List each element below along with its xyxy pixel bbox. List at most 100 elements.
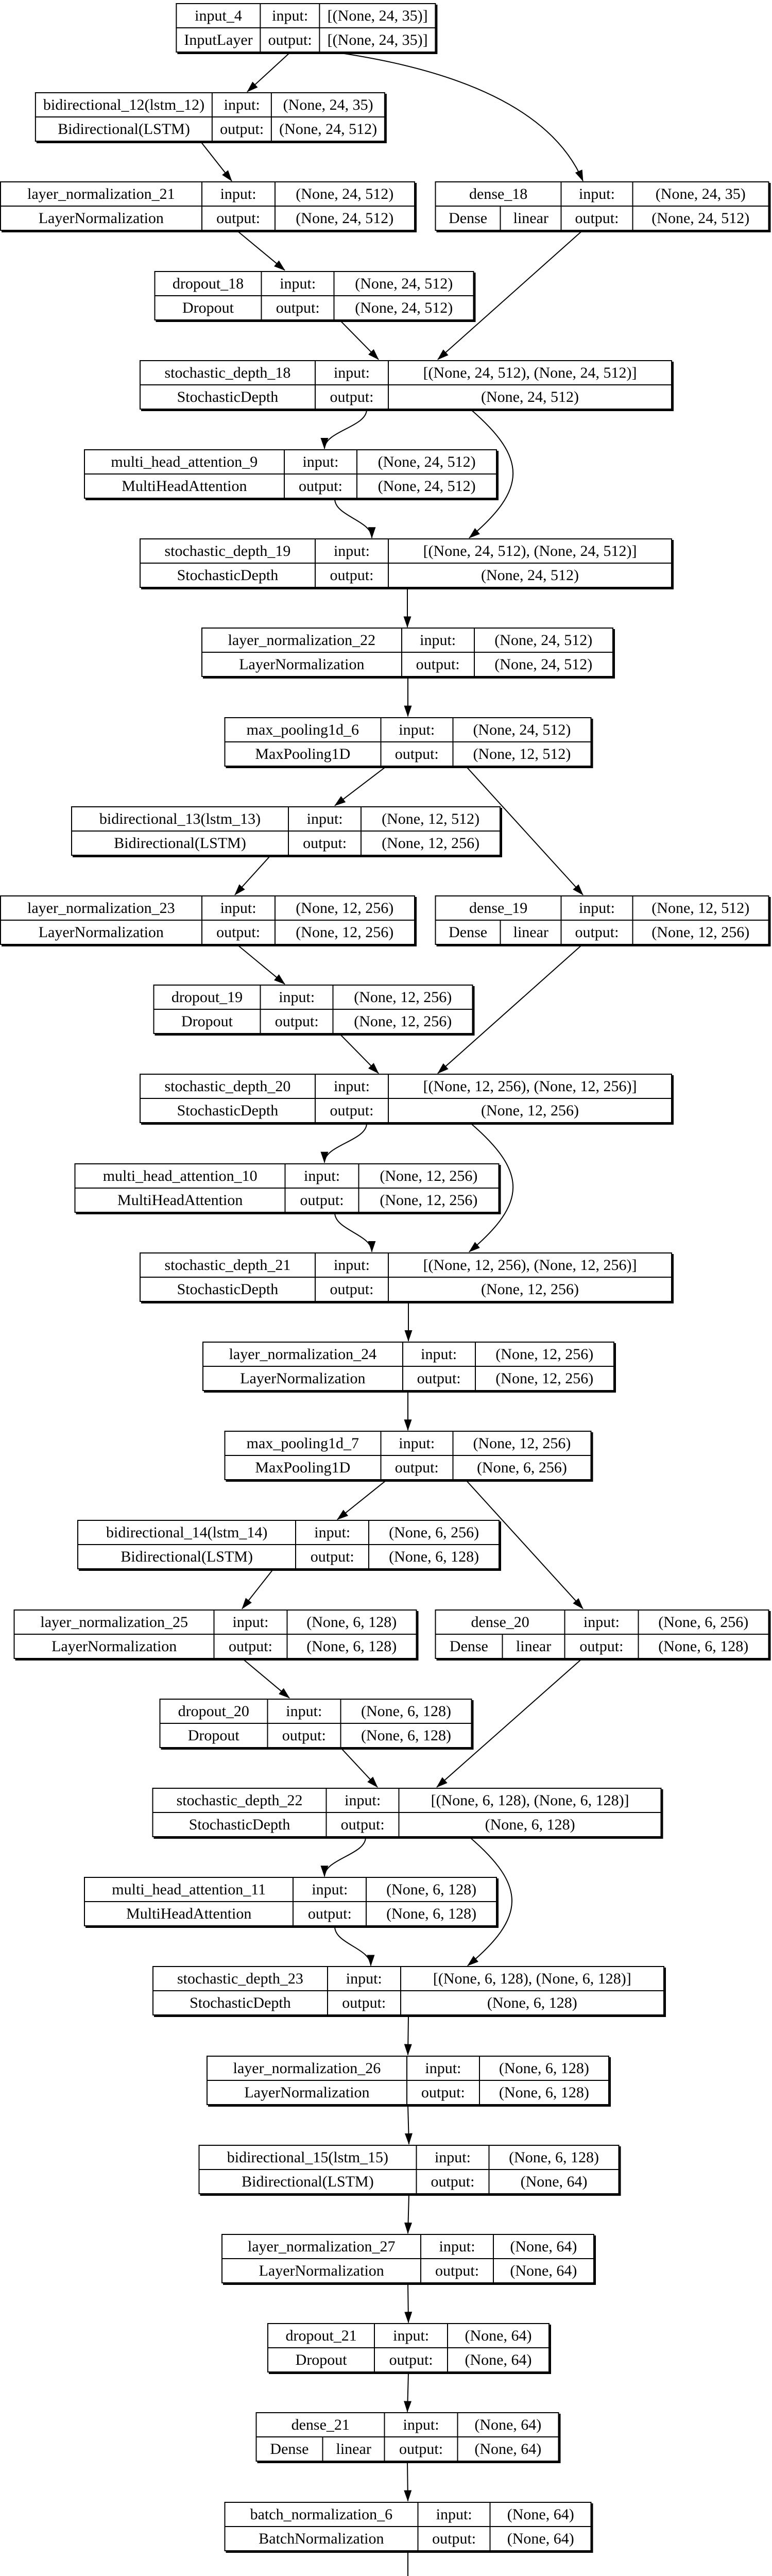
- layer-activation: linear: [500, 206, 562, 231]
- edge-bidirectional_15-to-layer_normalization_27: [404, 2194, 413, 2234]
- output-shape: (None, 24, 512): [356, 473, 497, 499]
- layer-name: dense_21: [255, 2412, 385, 2438]
- layer-type: MultiHeadAttention: [84, 473, 285, 499]
- input-label: input:: [560, 181, 633, 207]
- edge-layer_normalization_25-to-dropout_20: [242, 1658, 290, 1699]
- input-label: input:: [560, 895, 633, 921]
- output-label: output:: [284, 1187, 359, 1213]
- input-shape: (None, 12, 512): [361, 806, 501, 832]
- output-label: output:: [283, 473, 358, 499]
- layer-type: LayerNormalization: [207, 2079, 407, 2105]
- input-label: input:: [201, 181, 276, 207]
- layer-node-bidirectional_12: bidirectional_12(lstm_12)input:(None, 24…: [35, 92, 386, 142]
- input-shape: [(None, 12, 256), (None, 12, 256)]: [388, 1252, 672, 1278]
- output-label: output:: [260, 27, 320, 53]
- output-shape: (None, 6, 128): [398, 1812, 662, 1837]
- output-shape: (None, 64): [489, 2526, 592, 2551]
- output-shape: (None, 24, 512): [473, 652, 614, 677]
- input-shape: (None, 12, 256): [358, 1163, 500, 1189]
- output-shape: (None, 12, 256): [474, 1366, 615, 1391]
- edge-input_4-to-bidirectional_12: [247, 52, 290, 92]
- output-label: output:: [380, 741, 454, 767]
- output-label: output:: [201, 206, 276, 231]
- layer-type: StochasticDepth: [140, 1276, 316, 1302]
- layer-type: Dropout: [153, 1009, 261, 1035]
- layer-name: dense_19: [435, 895, 562, 921]
- layer-type: StochasticDepth: [152, 1990, 328, 2016]
- input-shape: (None, 64): [457, 2412, 559, 2438]
- input-shape: (None, 12, 256): [474, 1342, 615, 1367]
- output-label: output:: [384, 2436, 458, 2462]
- layer-type: MaxPooling1D: [224, 1455, 382, 1481]
- layer-type: Dropout: [159, 1722, 268, 1748]
- output-shape: [(None, 24, 35)]: [319, 27, 436, 53]
- layer-name: layer_normalization_21: [0, 181, 202, 207]
- edge-dense_19-to-stochastic_depth_20: [437, 944, 582, 1074]
- input-shape: [(None, 24, 512), (None, 24, 512)]: [388, 538, 672, 564]
- output-label: output:: [564, 1633, 639, 1659]
- input-label: input:: [284, 1163, 359, 1189]
- input-shape: (None, 12, 512): [632, 895, 769, 921]
- layer-type: StochasticDepth: [140, 1098, 316, 1124]
- output-shape: (None, 6, 256): [452, 1455, 592, 1481]
- layer-name: max_pooling1d_6: [224, 717, 382, 742]
- edge-stochastic_depth_22-to-multi_head_attention_11: [320, 1837, 366, 1877]
- input-label: input:: [416, 2144, 490, 2170]
- input-label: input:: [327, 1966, 401, 1992]
- output-shape: (None, 6, 128): [400, 1990, 665, 2016]
- layer-type: MultiHeadAttention: [74, 1187, 286, 1213]
- edge-max_pooling1d_7-to-bidirectional_14: [337, 1480, 387, 1520]
- layer-name: layer_normalization_26: [207, 2055, 407, 2081]
- edge-dense_18-to-stochastic_depth_18: [437, 230, 582, 360]
- input-label: input:: [380, 717, 454, 742]
- layer-type: Bidirectional(LSTM): [198, 2168, 417, 2194]
- input-label: input:: [325, 1788, 400, 1813]
- input-label: input:: [420, 2234, 494, 2259]
- layer-node-bidirectional_14: bidirectional_14(lstm_14)input:(None, 6,…: [77, 1520, 500, 1570]
- output-label: output:: [213, 1633, 288, 1659]
- input-label: input:: [283, 449, 358, 474]
- output-label: output:: [293, 1901, 367, 1927]
- edge-dropout_20-to-stochastic_depth_22: [340, 1748, 378, 1788]
- input-label: input:: [417, 2501, 491, 2527]
- input-shape: (None, 6, 128): [488, 2144, 620, 2170]
- input-shape: (None, 64): [447, 2323, 550, 2349]
- layer-name: stochastic_depth_21: [140, 1252, 316, 1278]
- layer-name: bidirectional_14(lstm_14): [77, 1520, 297, 1546]
- input-shape: (None, 24, 512): [274, 181, 416, 207]
- layer-activation: linear: [500, 920, 562, 945]
- output-shape: (None, 6, 128): [286, 1633, 417, 1659]
- layer-name: layer_normalization_22: [201, 628, 402, 653]
- input-label: input:: [267, 1698, 341, 1724]
- layer-name: dense_20: [435, 1609, 565, 1635]
- output-label: output:: [314, 384, 389, 410]
- input-label: input:: [260, 3, 320, 28]
- layer-type: MaxPooling1D: [224, 741, 382, 767]
- layer-node-bidirectional_13: bidirectional_13(lstm_13)input:(None, 12…: [71, 806, 501, 856]
- input-shape: [(None, 24, 35)]: [319, 3, 436, 28]
- layer-type: Dense: [255, 2436, 323, 2462]
- output-shape: (None, 24, 512): [388, 563, 672, 588]
- input-shape: (None, 24, 35): [632, 181, 769, 207]
- edge-multi_head_attention_9-to-stochastic_depth_19: [334, 498, 376, 539]
- layer-type: Dense: [435, 206, 501, 231]
- output-label: output:: [314, 1276, 389, 1302]
- output-shape: (None, 6, 128): [340, 1722, 472, 1748]
- layer-type: Dense: [435, 1633, 503, 1659]
- layer-type: LayerNormalization: [221, 2258, 422, 2283]
- input-shape: (None, 6, 256): [368, 1520, 500, 1546]
- layer-name: dropout_20: [159, 1698, 268, 1724]
- edge-max_pooling1d_6-to-bidirectional_13: [334, 766, 387, 806]
- layer-type: Dropout: [267, 2347, 375, 2373]
- input-shape: [(None, 24, 512), (None, 24, 512)]: [388, 360, 672, 385]
